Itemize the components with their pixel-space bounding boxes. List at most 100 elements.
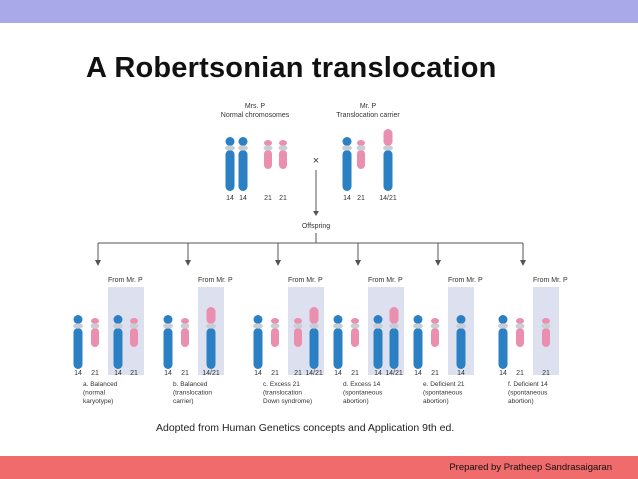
chromosome-label: 21 (279, 195, 287, 202)
offspring-arrow-head (275, 260, 281, 266)
chromosome-21 (293, 318, 303, 347)
offspring-caption-line: d. Excess 14 (343, 381, 381, 388)
chromosome-14 (163, 315, 173, 369)
chromosome-14 (253, 315, 263, 369)
offspring-caption-line: (spontaneous (423, 390, 463, 397)
chromosome-14-21 (383, 129, 393, 191)
chromosome-21 (263, 140, 273, 169)
offspring-caption-line: carrier) (173, 398, 194, 405)
source-credit: Adopted from Human Genetics concepts and… (156, 422, 455, 434)
chromosome-label: 21 (516, 370, 524, 377)
offspring-arrow-head (95, 260, 101, 266)
chromosome-14 (456, 315, 466, 369)
bottom-accent-bar (0, 456, 638, 479)
father-contribution-panel (288, 287, 324, 375)
mother-desc: Normal chromosomes (221, 112, 290, 119)
offspring-caption-line: c. Excess 21 (263, 381, 300, 388)
father-desc: Translocation carrier (336, 112, 400, 119)
offspring-group: From Mr. P 14 21 14 21 a. Balanced (normalkary… (73, 243, 144, 405)
chromosome-21 (541, 318, 551, 347)
chromosome-21 (129, 318, 139, 347)
chromosome-21 (430, 318, 440, 347)
father-contribution-panel (108, 287, 144, 375)
mother-name: Mrs. P (245, 103, 266, 110)
offspring-arrow-head (355, 260, 361, 266)
chromosome-label: 14 (414, 370, 422, 377)
chromosome-21 (180, 318, 190, 347)
offspring-caption-line: b. Balanced (173, 381, 208, 388)
chromosome-14 (498, 315, 508, 369)
chromosome-label: 21 (351, 370, 359, 377)
chromosome-14 (113, 315, 123, 369)
offspring-label: Offspring (302, 223, 330, 230)
chromosome-label: 14 (74, 370, 82, 377)
chromosome-label: 21 (264, 195, 272, 202)
chromosome-label: 21 (431, 370, 439, 377)
offspring-caption-line: abortion) (423, 398, 449, 405)
offspring-caption-line: abortion) (343, 398, 369, 405)
slide-title: A Robertsonian translocation (86, 52, 497, 84)
offspring-caption-line: f. Deficient 14 (508, 381, 548, 388)
chromosome-label: 14/21 (385, 370, 403, 377)
chromosome-14-21 (309, 307, 319, 369)
chromosome-21 (350, 318, 360, 347)
chromosome-21 (270, 318, 280, 347)
chromosome-label: 21 (357, 195, 365, 202)
offspring-arrow-head (185, 260, 191, 266)
chromosome-label: 14 (343, 195, 351, 202)
from-label: From Mr. P (533, 277, 568, 284)
chromosome-label: 14/21 (379, 195, 397, 202)
chromosome-label: 14 (239, 195, 247, 202)
chromosome-label: 21 (130, 370, 138, 377)
from-label: From Mr. P (288, 277, 323, 284)
chromosome-label: 21 (542, 370, 550, 377)
top-accent-bar (0, 0, 638, 23)
chromosome-21 (278, 140, 288, 169)
offspring-stem-arrow (313, 211, 319, 216)
chromosome-label: 14 (226, 195, 234, 202)
offspring-caption-line: (normal (83, 390, 106, 397)
chromosome-label: 14/21 (305, 370, 323, 377)
chromosome-14 (333, 315, 343, 369)
from-label: From Mr. P (108, 277, 143, 284)
chromosome-label: 14 (334, 370, 342, 377)
offspring-caption-line: karyotype) (83, 398, 113, 405)
chromosome-label: 14 (457, 370, 465, 377)
chromosome-21 (515, 318, 525, 347)
from-label: From Mr. P (198, 277, 233, 284)
chromosome-label: 14 (114, 370, 122, 377)
from-label: From Mr. P (368, 277, 403, 284)
chromosome-14-21 (389, 307, 399, 369)
chromosome-label: 21 (91, 370, 99, 377)
chromosome-label: 14 (164, 370, 172, 377)
offspring-caption-line: a. Balanced (83, 381, 118, 388)
prepared-by-label: Prepared by Pratheep Sandrasaigaran (449, 462, 612, 473)
chromosome-14 (238, 137, 248, 191)
offspring-caption-line: e. Deficient 21 (423, 381, 465, 388)
chromosome-21 (356, 140, 366, 169)
chromosome-14 (413, 315, 423, 369)
from-label: From Mr. P (448, 277, 483, 284)
chromosome-label: 21 (271, 370, 279, 377)
chromosome-14-21 (206, 307, 216, 369)
cross-symbol: × (313, 155, 319, 167)
chromosome-14 (342, 137, 352, 191)
chromosome-21 (90, 318, 100, 347)
chromosome-14 (225, 137, 235, 191)
chromosome-label: 14 (499, 370, 507, 377)
offspring-caption-line: Down syndrome) (263, 398, 312, 405)
chromosome-label: 14 (374, 370, 382, 377)
chromosome-14 (73, 315, 83, 369)
chromosome-14 (373, 315, 383, 369)
chromosome-label: 21 (181, 370, 189, 377)
offspring-arrow-head (435, 260, 441, 266)
offspring-caption-line: (translocation (263, 390, 302, 397)
father-contribution-panel (368, 287, 404, 375)
chromosome-label: 21 (294, 370, 302, 377)
chromosome-label: 14 (254, 370, 262, 377)
offspring-arrow-head (520, 260, 526, 266)
